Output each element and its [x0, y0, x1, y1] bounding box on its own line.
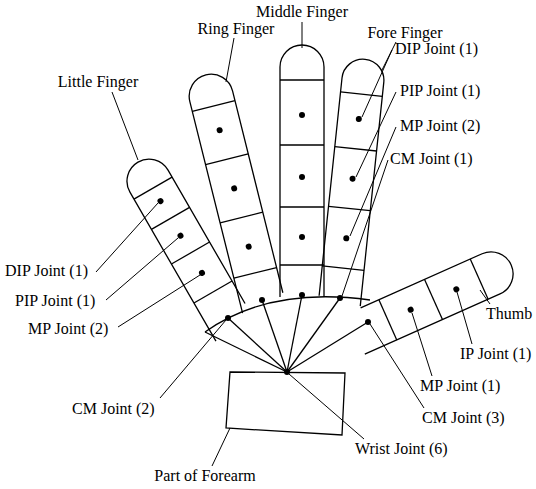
- joint-label: MP Joint (2): [28, 320, 108, 338]
- knuckle-arc: [205, 297, 370, 332]
- finger-name: Ring Finger: [198, 20, 275, 38]
- finger-name: Little Finger: [58, 73, 138, 91]
- wrist-rays: [205, 295, 368, 372]
- joint-label: PIP Joint (1): [15, 292, 95, 310]
- joint-label: MP Joint (1): [420, 377, 500, 395]
- ring-finger: [185, 70, 286, 314]
- joint-label: MP Joint (2): [400, 117, 480, 135]
- little-finger: [119, 151, 254, 341]
- joint-label: DIP Joint (1): [5, 262, 88, 280]
- finger-name: Thumb: [486, 305, 532, 323]
- thumb: [347, 245, 520, 354]
- finger-name: Middle Finger: [256, 3, 348, 21]
- joint-label: CM Joint (1): [390, 150, 473, 168]
- joint-label: CM Joint (3): [422, 409, 505, 427]
- fore-finger: [318, 57, 385, 306]
- forearm-outline: [226, 372, 345, 435]
- part-label: Part of Forearm: [154, 467, 255, 485]
- joint-label: Wrist Joint (6): [355, 440, 448, 458]
- joint-label: DIP Joint (1): [395, 40, 478, 58]
- middle-finger: [280, 45, 324, 297]
- leader-lines: [96, 22, 490, 466]
- joint-label: PIP Joint (1): [400, 82, 480, 100]
- joint-label: CM Joint (2): [72, 400, 155, 418]
- joint-label: IP Joint (1): [460, 345, 531, 363]
- finger-name: Fore Finger: [367, 24, 442, 42]
- joint-dots: [225, 292, 371, 375]
